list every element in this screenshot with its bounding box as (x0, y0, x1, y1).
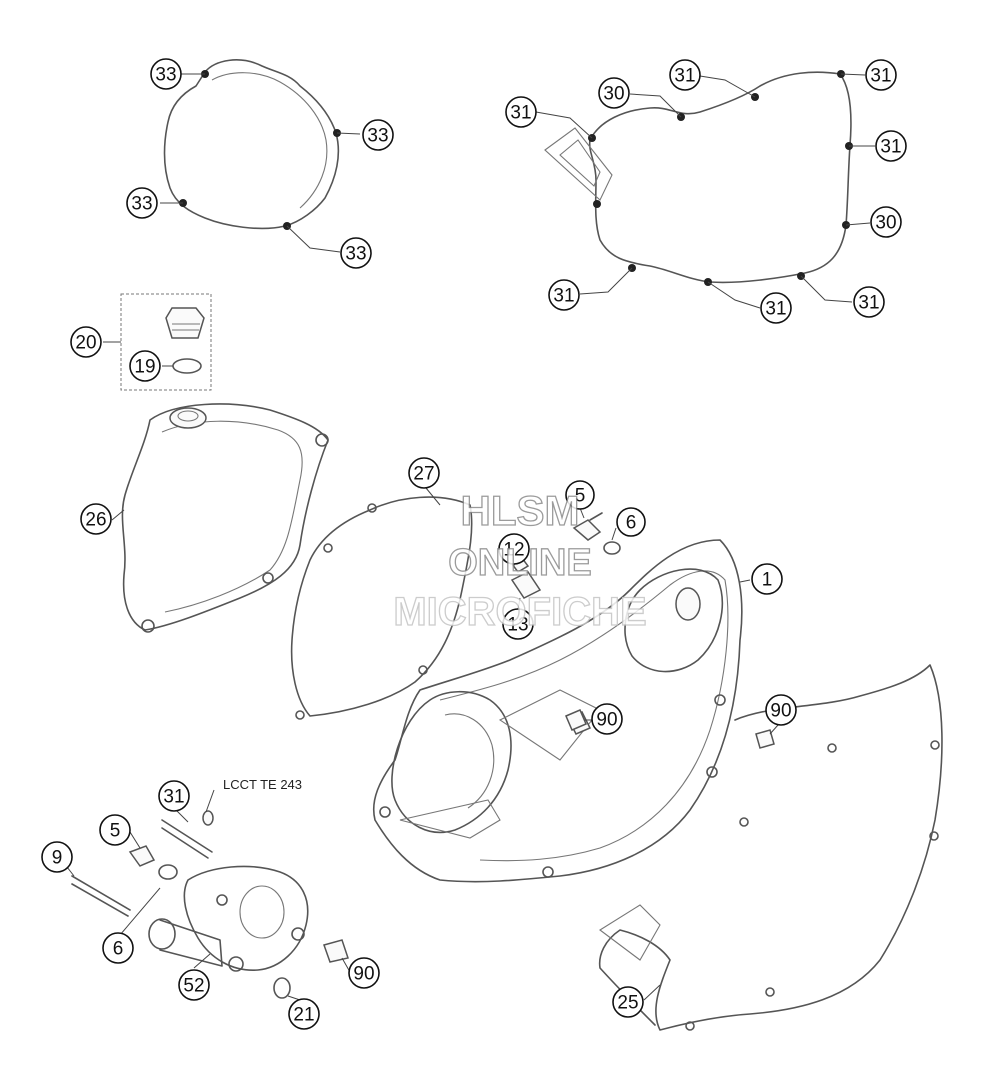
callout-31: 31 (158, 780, 190, 812)
callout-31: 31 (669, 59, 701, 91)
callout-26: 26 (80, 503, 112, 535)
water-pump-assembly (71, 810, 309, 999)
callout-label: 33 (367, 126, 388, 147)
callout-label: 26 (85, 510, 106, 531)
callout-30: 30 (598, 77, 630, 109)
callout-31: 31 (875, 130, 907, 162)
callout-31: 31 (548, 279, 580, 311)
drain-plug-parts (510, 512, 621, 599)
callout-52: 52 (178, 969, 210, 1001)
loctite-note: LCCT TE 243 (223, 777, 302, 792)
callout-label: 90 (353, 964, 374, 985)
callout-label: 19 (134, 357, 155, 378)
callout-33: 33 (126, 187, 158, 219)
watermark-line-2: ONLINE (448, 542, 592, 584)
callout-label: 5 (575, 486, 586, 507)
callout-21: 21 (288, 998, 320, 1030)
callout-label: 21 (293, 1005, 314, 1026)
callout-25: 25 (612, 986, 644, 1018)
callout-6: 6 (102, 932, 134, 964)
callout-33: 33 (340, 237, 372, 269)
callout-19: 19 (129, 350, 161, 382)
callout-13: 13 (502, 608, 534, 640)
callout-5: 5 (565, 480, 595, 510)
callout-label: 5 (110, 821, 121, 842)
callout-31: 31 (865, 59, 897, 91)
leader-lines (59, 73, 875, 1001)
callout-5: 5 (99, 814, 131, 846)
callout-label: 1 (762, 570, 773, 591)
callouts: 33 33 33 33 31 30 31 31 31 30 31 31 31 2… (41, 58, 907, 1030)
inner-cover-gasket (544, 70, 853, 286)
callout-label: 25 (617, 993, 638, 1014)
callout-12: 12 (498, 533, 530, 565)
callout-label: 31 (870, 66, 891, 87)
callout-label: 6 (113, 939, 124, 960)
callout-label: 31 (510, 103, 531, 124)
callout-label: 31 (163, 787, 184, 808)
callout-1: 1 (751, 563, 783, 595)
callout-label: 90 (770, 701, 791, 722)
callout-31: 31 (505, 96, 537, 128)
callout-label: 20 (75, 333, 96, 354)
inner-cover-gasket-25 (598, 664, 943, 1031)
callout-31: 31 (853, 286, 885, 318)
callout-label: 31 (674, 66, 695, 87)
callout-90: 90 (591, 703, 623, 735)
watermark: HLSM ONLINE MICROFICHE (393, 486, 648, 634)
callout-label: 6 (626, 513, 637, 534)
callout-label: 31 (553, 286, 574, 307)
callout-label: 33 (131, 194, 152, 215)
callout-label: 12 (503, 540, 524, 561)
callout-33: 33 (362, 119, 394, 151)
callout-90: 90 (765, 694, 797, 726)
oil-plug-box (120, 293, 212, 391)
callout-31: 31 (760, 292, 792, 324)
watermark-line-1: HLSM (461, 487, 580, 534)
callout-30: 30 (870, 206, 902, 238)
clutch-cover-outer (121, 403, 329, 633)
callout-90: 90 (348, 957, 380, 989)
callout-label: 13 (507, 615, 528, 636)
callout-label: 31 (880, 137, 901, 158)
ignition-cover-gasket (163, 59, 341, 230)
callout-6: 6 (616, 507, 646, 537)
callout-label: 30 (603, 84, 624, 105)
callout-label: 33 (155, 65, 176, 86)
callout-20: 20 (70, 326, 102, 358)
callout-label: 9 (52, 848, 63, 869)
clutch-cover-gasket (290, 496, 473, 720)
callout-label: 90 (596, 710, 617, 731)
callout-label: 27 (413, 464, 434, 485)
callout-label: 31 (858, 293, 879, 314)
callout-label: 52 (183, 976, 204, 997)
watermark-line-3: MICROFICHE (393, 590, 646, 634)
callout-33: 33 (150, 58, 182, 90)
callout-27: 27 (408, 457, 440, 489)
callout-label: 31 (765, 299, 786, 320)
callout-9: 9 (41, 841, 73, 873)
callout-label: 30 (875, 213, 896, 234)
dowel-pins (323, 709, 775, 963)
callout-label: 33 (345, 244, 366, 265)
